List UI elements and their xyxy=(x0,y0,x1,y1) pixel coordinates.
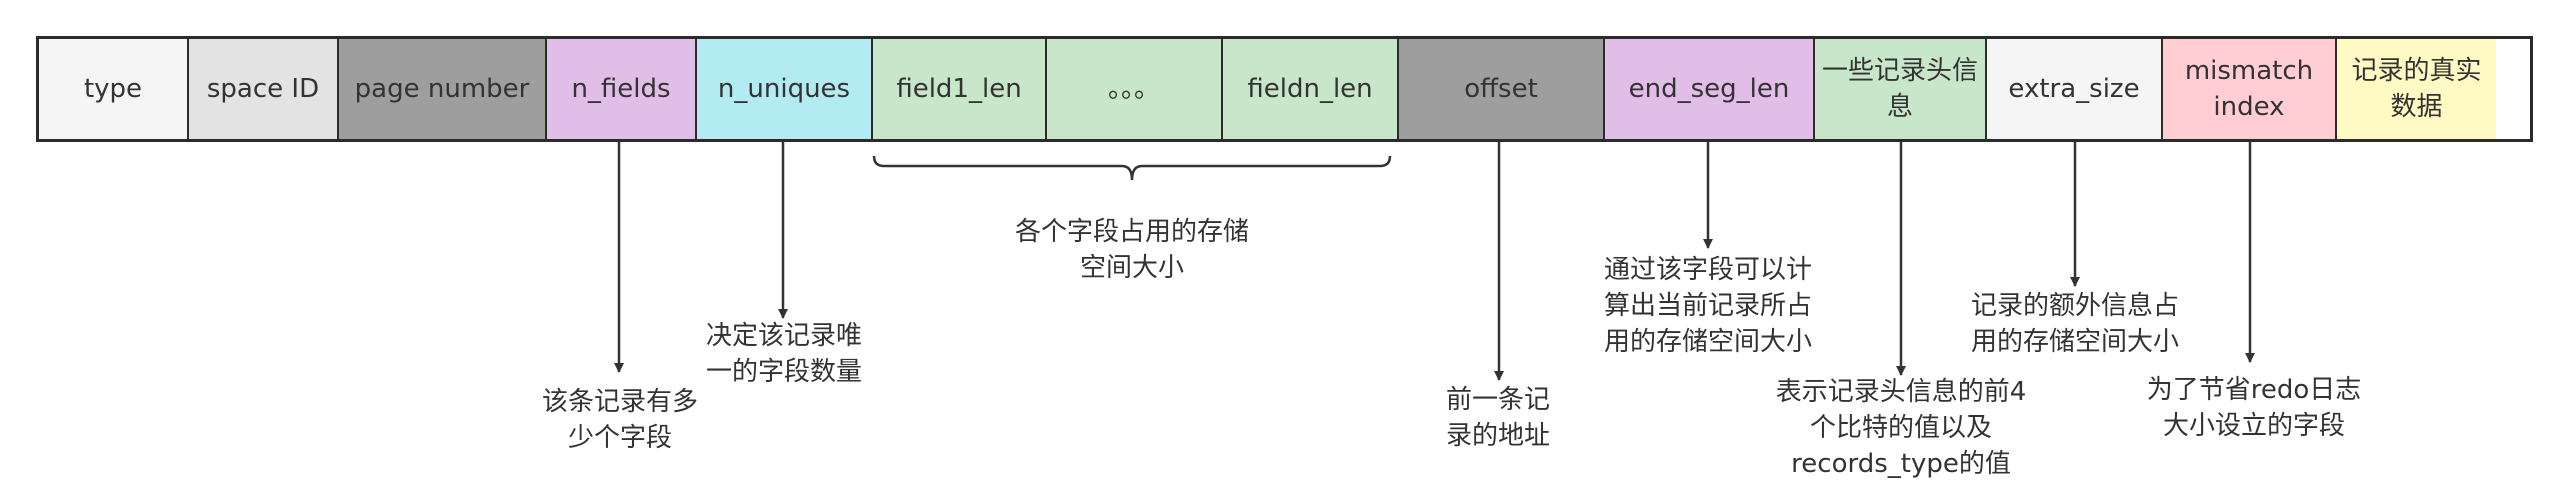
note-mismatch-index: 为了节省redo日志大小设立的字段 xyxy=(2146,375,2362,441)
log-record-format-bar: type space ID page number n_fields n_uni… xyxy=(36,36,2533,142)
field-offset: offset xyxy=(1399,39,1605,139)
field-type: type xyxy=(39,39,189,139)
field-page-number: page number xyxy=(339,39,547,139)
field-ellipsis: 。。。 xyxy=(1047,39,1223,139)
field-n-fields: n_fields xyxy=(547,39,697,139)
note-field-lens: 各个字段占用的存储空间大小 xyxy=(1014,217,1249,283)
field-mismatch-index: mismatch index xyxy=(2163,39,2337,139)
field-field1-len: field1_len xyxy=(873,39,1047,139)
field-record-header: 一些记录头信息 xyxy=(1815,39,1987,139)
note-offset: 前一条记录的地址 xyxy=(1445,385,1550,451)
field-record-data: 记录的真实数据 xyxy=(2337,39,2496,139)
note-end-seg-len: 通过该字段可以计算出当前记录所占用的存储空间大小 xyxy=(1603,255,1812,357)
field-end-seg-len: end_seg_len xyxy=(1605,39,1815,139)
note-record-header: 表示记录头信息的前4个比特的值以及records_type的值 xyxy=(1775,377,2027,479)
field-fieldn-len: fieldn_len xyxy=(1223,39,1399,139)
brace-field-lens xyxy=(872,155,1392,181)
note-n-uniques: 决定该记录唯一的字段数量 xyxy=(705,321,862,387)
field-space-id: space ID xyxy=(189,39,339,139)
note-n-fields: 该条记录有多少个字段 xyxy=(541,387,698,453)
field-n-uniques: n_uniques xyxy=(697,39,873,139)
note-extra-size: 记录的额外信息占用的存储空间大小 xyxy=(1970,291,2179,357)
field-extra-size: extra_size xyxy=(1987,39,2163,139)
